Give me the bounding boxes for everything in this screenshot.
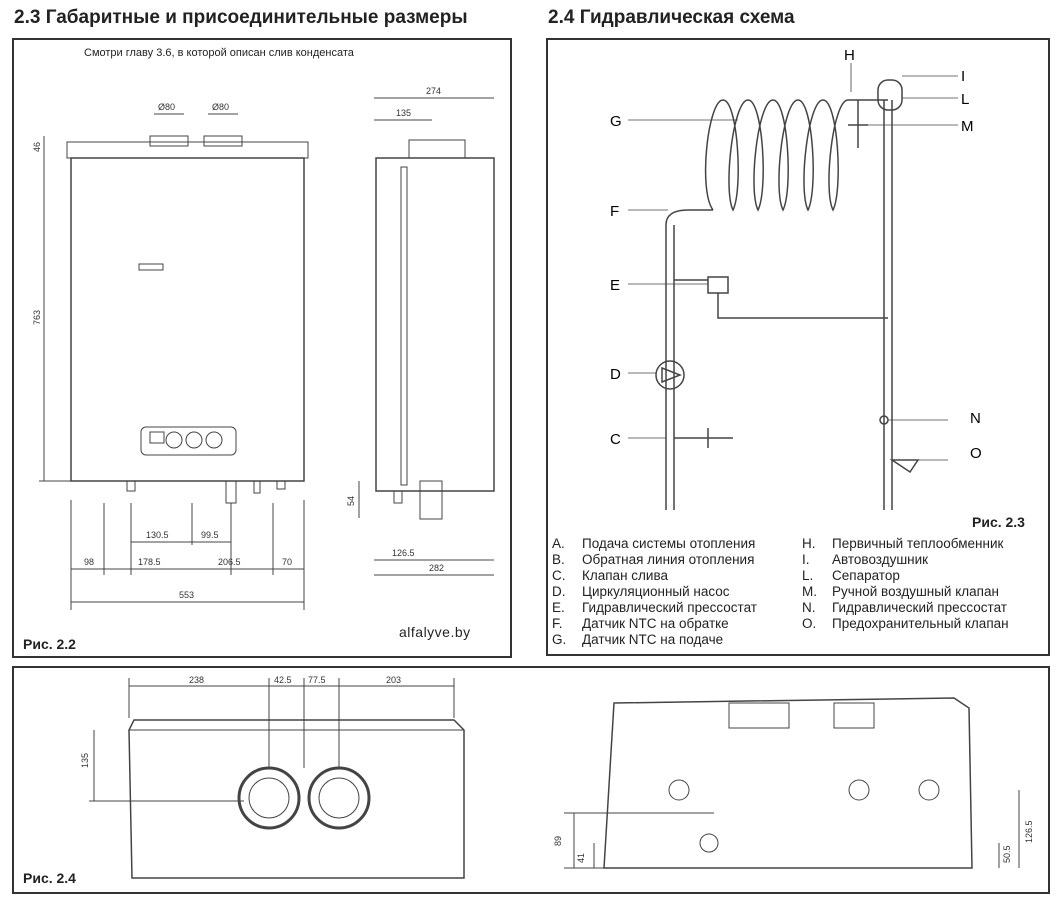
dim-126-5-bottom: 126.5 [1024,820,1034,843]
legend-right: H.Первичный теплообменник I.Автовоздушни… [802,536,1009,632]
dim-203: 203 [386,675,401,685]
watermark: alfalyve.by [399,624,471,640]
primary-heat-exchanger-coil [704,99,849,212]
flue-outlet-right [307,766,371,830]
pressostat-e [707,276,729,294]
label-h: H [844,47,855,64]
legend-item: E.Гидравлический прессостат [552,600,757,615]
legend-item: C.Клапан слива [552,568,668,583]
label-o: O [970,445,982,462]
dim-89: 89 [553,836,563,846]
label-l: L [961,91,969,108]
dim-98: 98 [84,557,94,567]
dim-763: 763 [32,310,42,325]
legend-item: G.Датчик NTC на подаче [552,632,724,647]
boiler-side-body [375,157,495,492]
dim-54: 54 [346,496,356,506]
flue-outlet-left [237,766,301,830]
circulation-pump [655,360,685,390]
connector-2 [699,833,719,853]
figure-2-4-panel: Рис. 2.4 [12,666,1050,894]
dim-d80-right: Ø80 [212,102,229,112]
bottom-view-drawing: 238 42.5 77.5 203 135 89 41 126.5 50.5 [80,675,1034,879]
figure-2-2-panel: Смотри главу 3.6, в которой описан слив … [12,38,512,658]
legend-left: A.Подача системы отопления B.Обратная ли… [552,536,757,648]
boiler-dimension-drawing: Ø80 Ø80 46 763 274 135 130.5 99.5 98 178… [32,86,495,610]
connector-4 [918,779,940,801]
separator [877,79,903,111]
label-g: G [610,113,622,130]
figure-2-3-panel: G F E D C H I L M N O B A Рис. 2.3 A.Под… [546,38,1050,656]
figure-2-3-caption: Рис. 2.3 [972,514,1025,530]
legend-item: O.Предохранительный клапан [802,616,1009,631]
boiler-front-body [70,157,305,482]
boiler-side-door [400,166,408,486]
hydraulic-scheme: G F E D C H I L M N O B A [610,47,982,510]
front-logo [138,263,164,271]
condensate-note: Смотри главу 3.6, в которой описан слив … [84,47,354,59]
bottom-view-outline [128,719,465,879]
dim-135-bottom: 135 [80,753,90,768]
legend-item: M.Ручной воздушный клапан [802,584,999,599]
legend-item: B.Обратная линия отопления [552,552,755,567]
section-2-3-title: 2.3 Габаритные и присоединительные разме… [14,7,468,28]
figure-2-4-caption: Рис. 2.4 [23,870,76,886]
dim-274: 274 [426,86,441,96]
dim-130-5: 130.5 [146,530,169,540]
dim-135: 135 [396,108,411,118]
label-f: F [610,203,619,220]
label-m: M [961,118,974,135]
dim-99-5: 99.5 [201,530,219,540]
dim-77-5: 77.5 [308,675,326,685]
dim-46: 46 [32,142,42,152]
label-e: E [610,277,620,294]
label-i: I [961,68,965,85]
dim-50-5: 50.5 [1002,845,1012,863]
figure-2-2-caption: Рис. 2.2 [23,636,76,652]
connector-3 [848,779,870,801]
dim-42-5: 42.5 [274,675,292,685]
legend-item: H.Первичный теплообменник [802,536,1004,551]
dim-178-5: 178.5 [138,557,161,567]
section-2-4-title: 2.4 Гидравлическая схема [548,7,795,28]
connector-1 [668,779,690,801]
dim-70: 70 [282,557,292,567]
legend-item: L.Сепаратор [802,568,900,583]
dim-238: 238 [189,675,204,685]
label-c: C [610,431,621,448]
dim-d80-left: Ø80 [158,102,175,112]
label-d: D [610,366,621,383]
side-flue-collar [408,139,466,159]
label-n: N [970,410,981,427]
legend-item: D.Циркуляционный насос [552,584,730,599]
dim-206-5: 206.5 [218,557,241,567]
legend-item: F.Датчик NTC на обратке [552,616,729,631]
flue-pipe-left [149,135,189,147]
control-panel [140,426,237,456]
dim-282: 282 [429,563,444,573]
underside-outline [603,697,973,869]
dim-553: 553 [179,590,194,600]
flue-pipe-right [203,135,243,147]
legend-item: A.Подача системы отопления [552,536,756,551]
legend-item: N.Гидравлический прессостат [802,600,1007,615]
dim-126-5: 126.5 [392,548,415,558]
dim-41: 41 [576,853,586,863]
legend-item: I.Автовоздушник [802,552,929,567]
